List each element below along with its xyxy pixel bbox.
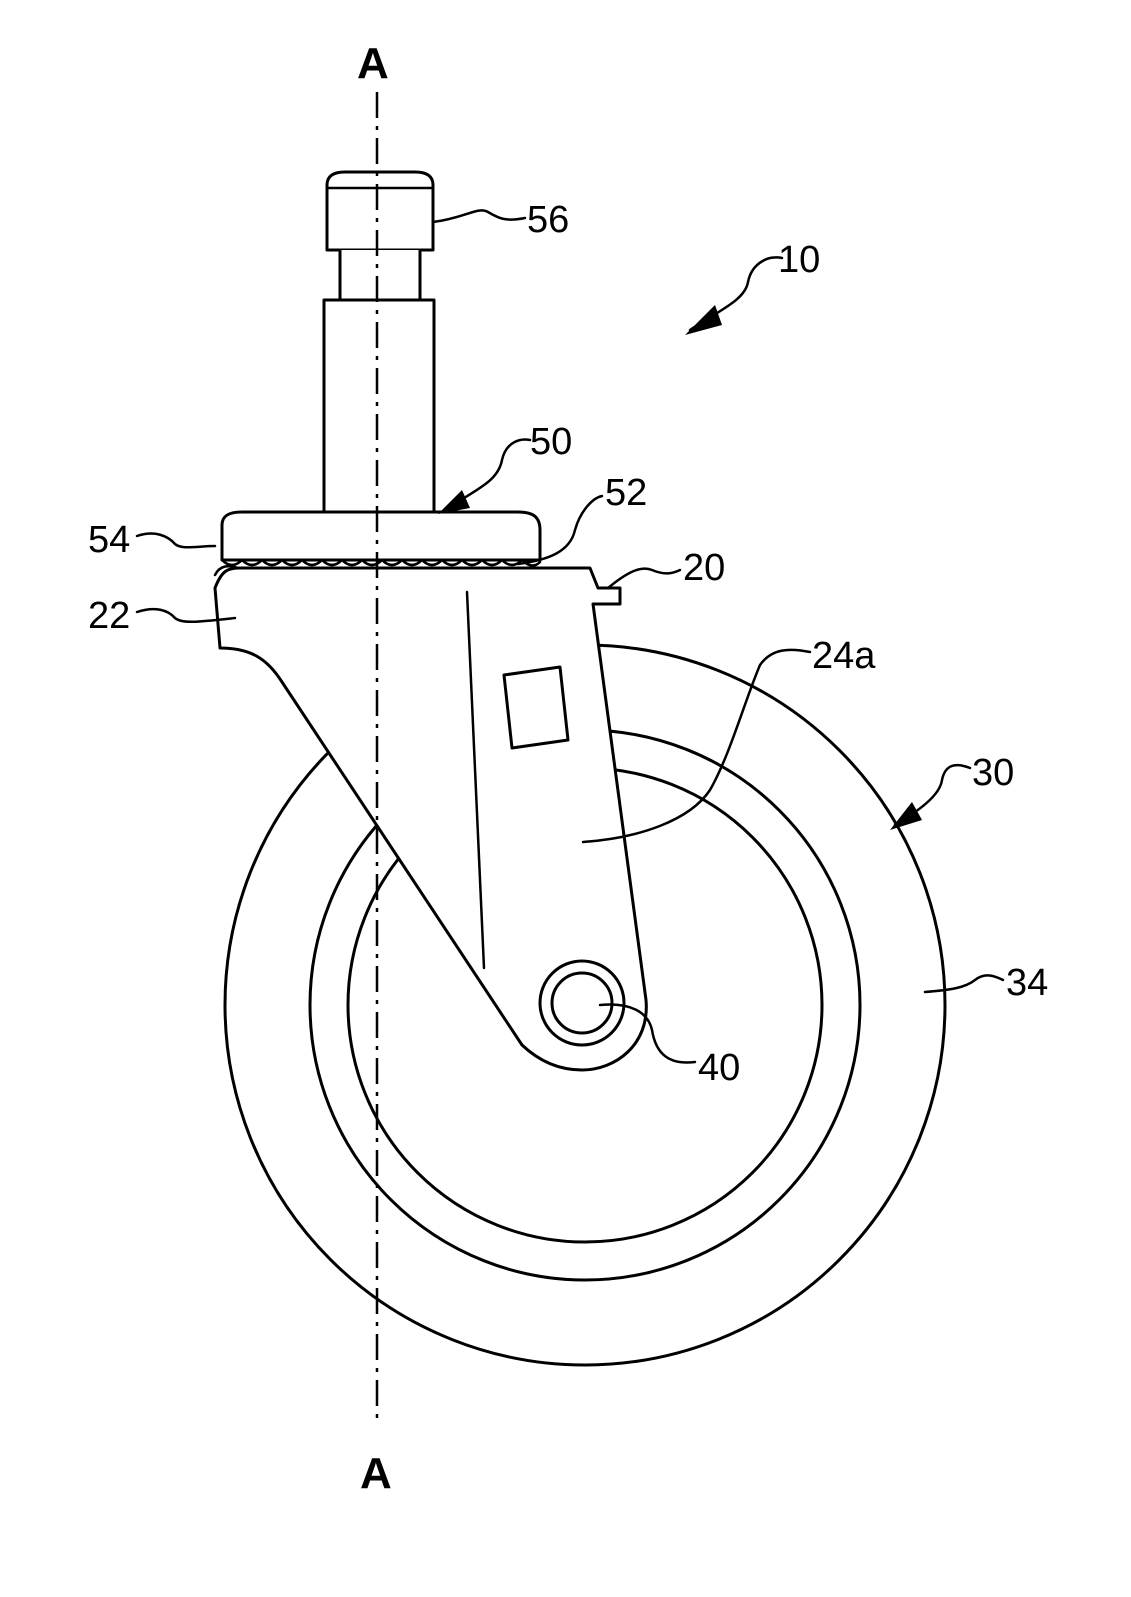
leader-34: [925, 975, 1003, 992]
label-22: 22: [88, 595, 130, 637]
cap: [222, 512, 540, 560]
leader-54: [137, 534, 215, 548]
axis-label-bottom: A: [360, 1449, 392, 1498]
arrowhead-50: [438, 490, 470, 514]
label-54: 54: [88, 519, 130, 561]
leader-56: [433, 210, 525, 222]
label-20: 20: [683, 547, 725, 589]
arrowhead-30: [890, 802, 922, 830]
axis-label-top: A: [357, 39, 389, 88]
label-50: 50: [530, 421, 572, 463]
label-30: 30: [972, 752, 1014, 794]
label-40: 40: [698, 1047, 740, 1089]
label-52: 52: [605, 472, 647, 514]
label-56: 56: [527, 199, 569, 241]
leader-20: [608, 569, 680, 588]
stem-lower: [324, 300, 434, 512]
label-24a: 24a: [812, 635, 876, 677]
fork: [215, 568, 646, 1070]
label-10: 10: [778, 239, 820, 281]
label-34: 34: [1006, 962, 1048, 1004]
arrowhead-10: [685, 305, 722, 335]
stem-neck: [340, 250, 420, 300]
stem-top: [327, 172, 433, 250]
